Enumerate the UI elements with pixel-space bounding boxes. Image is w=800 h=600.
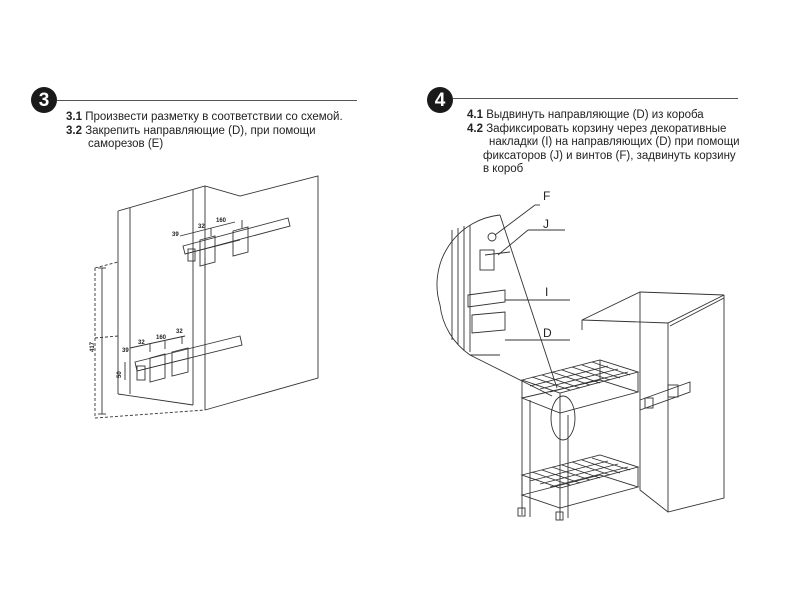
callout-d: D [543,326,552,340]
step-4-2-text-cont-1: накладки (I) на направляющих (D) при пом… [489,136,740,148]
dim-height-417: 417 [90,341,96,352]
step-3-number: 3 [38,89,50,111]
step-4-2-row: 4.2 Зафиксировать корзину через декорати… [467,123,740,137]
step-3-badge: 3 [31,87,57,113]
step-3-2-row: 3.2 Закрепить направляющие (D), при помо… [66,125,343,139]
dim-top-39: 39 [172,232,179,238]
step-3-1-row: 3.1 Произвести разметку в соответствии с… [66,111,343,125]
callout-i: I [545,285,548,299]
step-4-number: 4 [434,89,446,111]
step-4-1-text: Выдвинуть направляющие (D) из короба [486,109,704,121]
step-4-instructions: 4.1 Выдвинуть направляющие (D) из короба… [467,109,740,177]
step-4-1-row: 4.1 Выдвинуть направляющие (D) из короба [467,109,740,123]
step-4-2-text-cont-2: фиксаторов (J) и винтов (F), задвинуть к… [483,149,736,162]
step-3-1-text: Произвести разметку в соответствии со сх… [85,111,343,123]
step-4-1-number: 4.1 [467,109,483,121]
dim-top-32: 32 [198,224,205,230]
step-3-1-number: 3.1 [66,111,82,123]
dim-bottom-32-right: 32 [176,329,183,335]
step-3-2-text-cont: саморезов (E) [88,138,164,150]
step-4-2-number: 4.2 [467,122,483,135]
step-3-instructions: 3.1 Произвести разметку в соответствии с… [66,111,343,152]
step-3-2-text: Закрепить направляющие (D), при помощи [85,124,316,137]
dim-bottom-39: 39 [122,348,129,354]
callout-f: F [543,189,550,203]
step-4-rule [453,98,738,99]
dim-bottom-160: 160 [156,335,167,341]
step-4-2-text-cont-3: в короб [483,163,524,175]
step-3-2-number: 3.2 [66,124,82,137]
dim-bottom-32: 32 [138,340,145,346]
step-4-2-text: Зафиксировать корзину через декоративные [486,122,727,135]
dim-base-50: 50 [117,371,123,378]
dim-top-160: 160 [216,218,227,224]
step-3-rule [57,100,357,101]
step-4-badge: 4 [427,87,453,113]
callout-j: J [543,217,549,231]
